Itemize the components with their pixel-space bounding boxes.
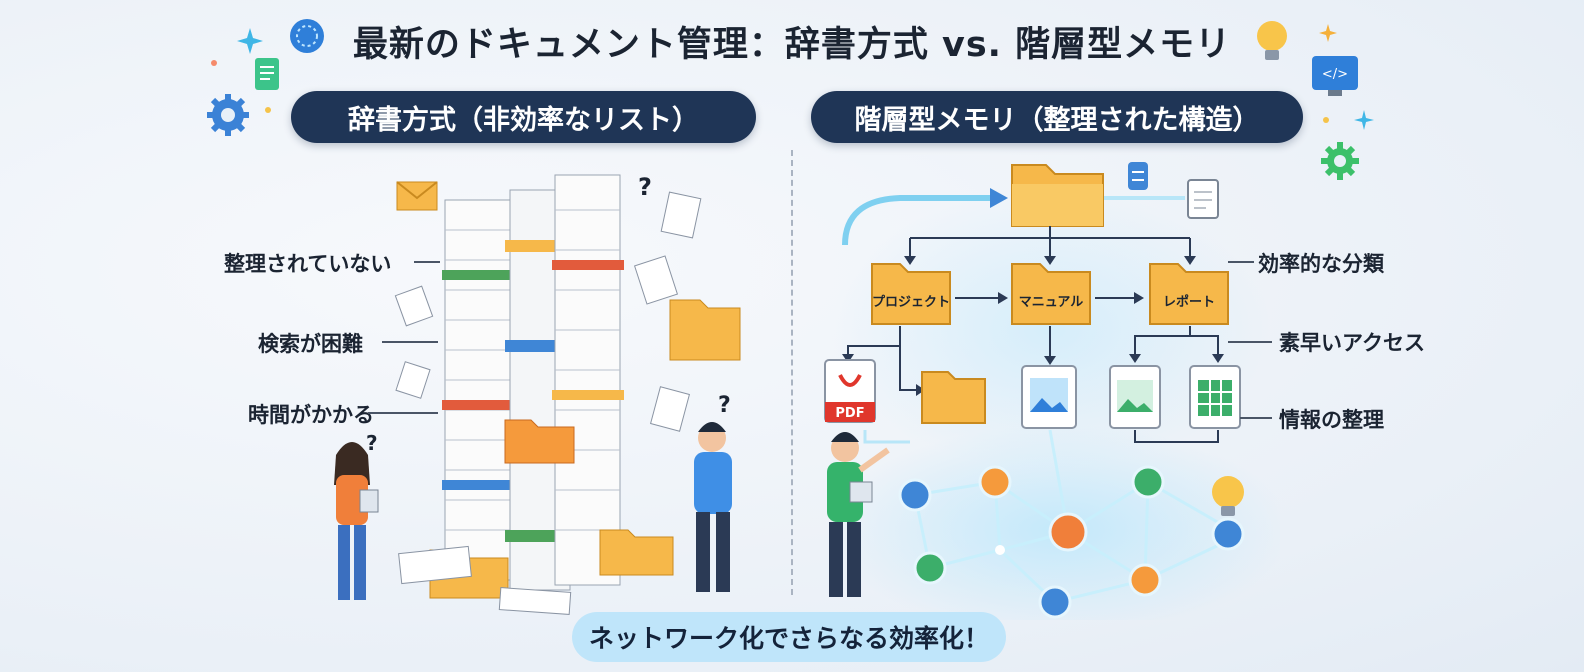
label-time-consuming: 時間がかかる bbox=[248, 403, 374, 427]
folder-icon bbox=[1149, 263, 1229, 325]
root-folder-icon bbox=[1011, 164, 1104, 227]
network-node bbox=[1128, 563, 1162, 597]
top-left-decor bbox=[207, 19, 324, 136]
label-leader-line bbox=[368, 412, 438, 414]
folder-icon bbox=[871, 263, 951, 325]
folder-icon bbox=[1011, 263, 1091, 325]
lightbulb-icon bbox=[1211, 476, 1245, 551]
left-panel-heading: 辞書方式（非効率なリスト） bbox=[291, 91, 756, 143]
confused-woman-figure bbox=[334, 442, 379, 600]
top-right-decor: </> bbox=[1257, 21, 1374, 180]
network-node bbox=[913, 551, 947, 585]
gear-icon bbox=[207, 94, 249, 136]
network-node bbox=[1038, 585, 1072, 619]
spreadsheet-icon bbox=[1189, 365, 1241, 429]
folder-label-report: レポート bbox=[1163, 294, 1215, 310]
paper-stack-left bbox=[442, 199, 518, 581]
svg-text:?: ? bbox=[638, 173, 652, 201]
image-file-icon bbox=[1021, 365, 1077, 429]
document-icon bbox=[255, 58, 279, 90]
question-mark-icon: ? bbox=[638, 173, 652, 201]
panel-divider bbox=[791, 150, 793, 595]
network-node bbox=[995, 545, 1005, 555]
label-information-organization: 情報の整理 bbox=[1279, 408, 1384, 432]
question-mark-icon: ? bbox=[366, 431, 378, 455]
envelope-icon bbox=[396, 181, 438, 211]
pdf-label: PDF bbox=[835, 406, 864, 421]
globe-icon bbox=[290, 19, 324, 53]
svg-text:?: ? bbox=[366, 431, 378, 455]
sparkle-icon bbox=[1354, 110, 1374, 130]
folder-icon bbox=[504, 419, 575, 464]
label-leader-line bbox=[1240, 417, 1272, 419]
svg-text:</>: </> bbox=[1322, 67, 1348, 82]
document-icon bbox=[1187, 179, 1219, 219]
right-panel-heading: 階層型メモリ（整理された構造） bbox=[811, 91, 1303, 143]
page-title: 最新のドキュメント管理：辞書方式 vs. 階層型メモリ bbox=[352, 25, 1232, 65]
folder-label-project: プロジェクト bbox=[872, 295, 950, 310]
network-node bbox=[898, 478, 932, 512]
label-quick-access: 素早いアクセス bbox=[1279, 331, 1425, 355]
gear-icon bbox=[1321, 142, 1359, 180]
document-pile-illustration: ? ? ? bbox=[334, 173, 741, 615]
label-search-difficult: 検索が困難 bbox=[258, 332, 363, 356]
svg-text:?: ? bbox=[718, 393, 731, 418]
label-leader-line bbox=[414, 261, 440, 263]
footer-banner: ネットワーク化でさらなる効率化！ bbox=[572, 612, 1006, 662]
folder-icon bbox=[599, 529, 674, 576]
image-file-icon bbox=[1109, 365, 1161, 429]
paper-stack-right bbox=[552, 174, 624, 586]
label-leader-line bbox=[1228, 261, 1254, 263]
network-node bbox=[978, 465, 1012, 499]
sparkle-icon bbox=[237, 28, 263, 54]
network-node bbox=[1048, 512, 1088, 552]
database-icon bbox=[1128, 162, 1148, 190]
folder-icon bbox=[921, 371, 986, 424]
confused-man-figure bbox=[694, 422, 732, 592]
sparkle-icon bbox=[1319, 24, 1337, 42]
folder-icon bbox=[669, 299, 741, 361]
label-leader-line bbox=[382, 341, 438, 343]
code-monitor-icon: </> bbox=[1312, 56, 1358, 96]
lightbulb-icon bbox=[1257, 21, 1287, 60]
flying-papers bbox=[394, 191, 702, 615]
question-mark-icon: ? bbox=[718, 393, 731, 418]
label-leader-line bbox=[1228, 341, 1272, 343]
hierarchy-diagram: プロジェクト マニュアル レポート PDF bbox=[824, 162, 1280, 620]
label-efficient-classification: 効率的な分類 bbox=[1258, 252, 1384, 276]
pdf-icon: PDF bbox=[824, 359, 876, 423]
folder-label-manual: マニュアル bbox=[1019, 295, 1084, 310]
network-node bbox=[1131, 465, 1165, 499]
presenter-figure bbox=[827, 432, 890, 597]
label-unorganized: 整理されていない bbox=[224, 252, 392, 276]
